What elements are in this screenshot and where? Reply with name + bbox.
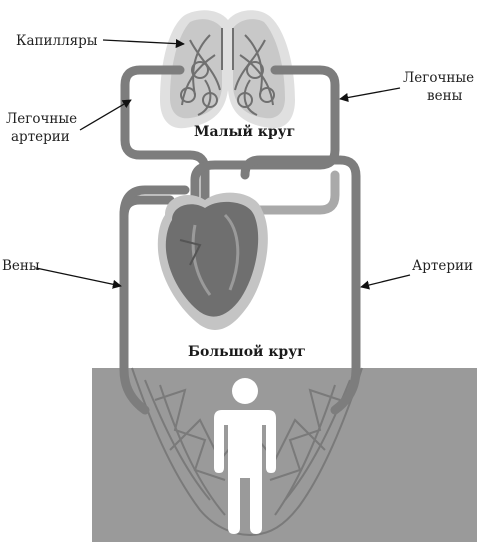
label-pulmonary-veins-1: Легочные [403,70,474,86]
body-box [92,368,477,542]
arrow-veins [35,267,122,289]
label-small-circle: Малый круг [194,123,295,140]
label-pulmonary-veins-2: вены [427,88,463,104]
label-big-circle: Большой круг [188,343,306,360]
arrow-pulmonary-veins [339,87,401,102]
pulmonary-artery [120,65,210,205]
arrow-capillaries [102,39,185,49]
label-capillaries: Капилляры [16,33,98,49]
systemic-arteries [240,155,361,415]
label-pulmonary-arteries-2: артерии [11,129,70,145]
vena-cava-top [119,185,190,220]
label-arteries: Артерии [412,258,473,274]
arrow-pulmonary-arteries [79,99,132,131]
arrow-arteries [360,274,411,290]
person-icon [214,378,276,534]
label-veins: Вены [2,258,40,274]
label-pulmonary-arteries-1: Легочные [6,111,77,127]
pulmonary-vein-inflow [250,170,340,215]
heart-icon [157,192,268,330]
